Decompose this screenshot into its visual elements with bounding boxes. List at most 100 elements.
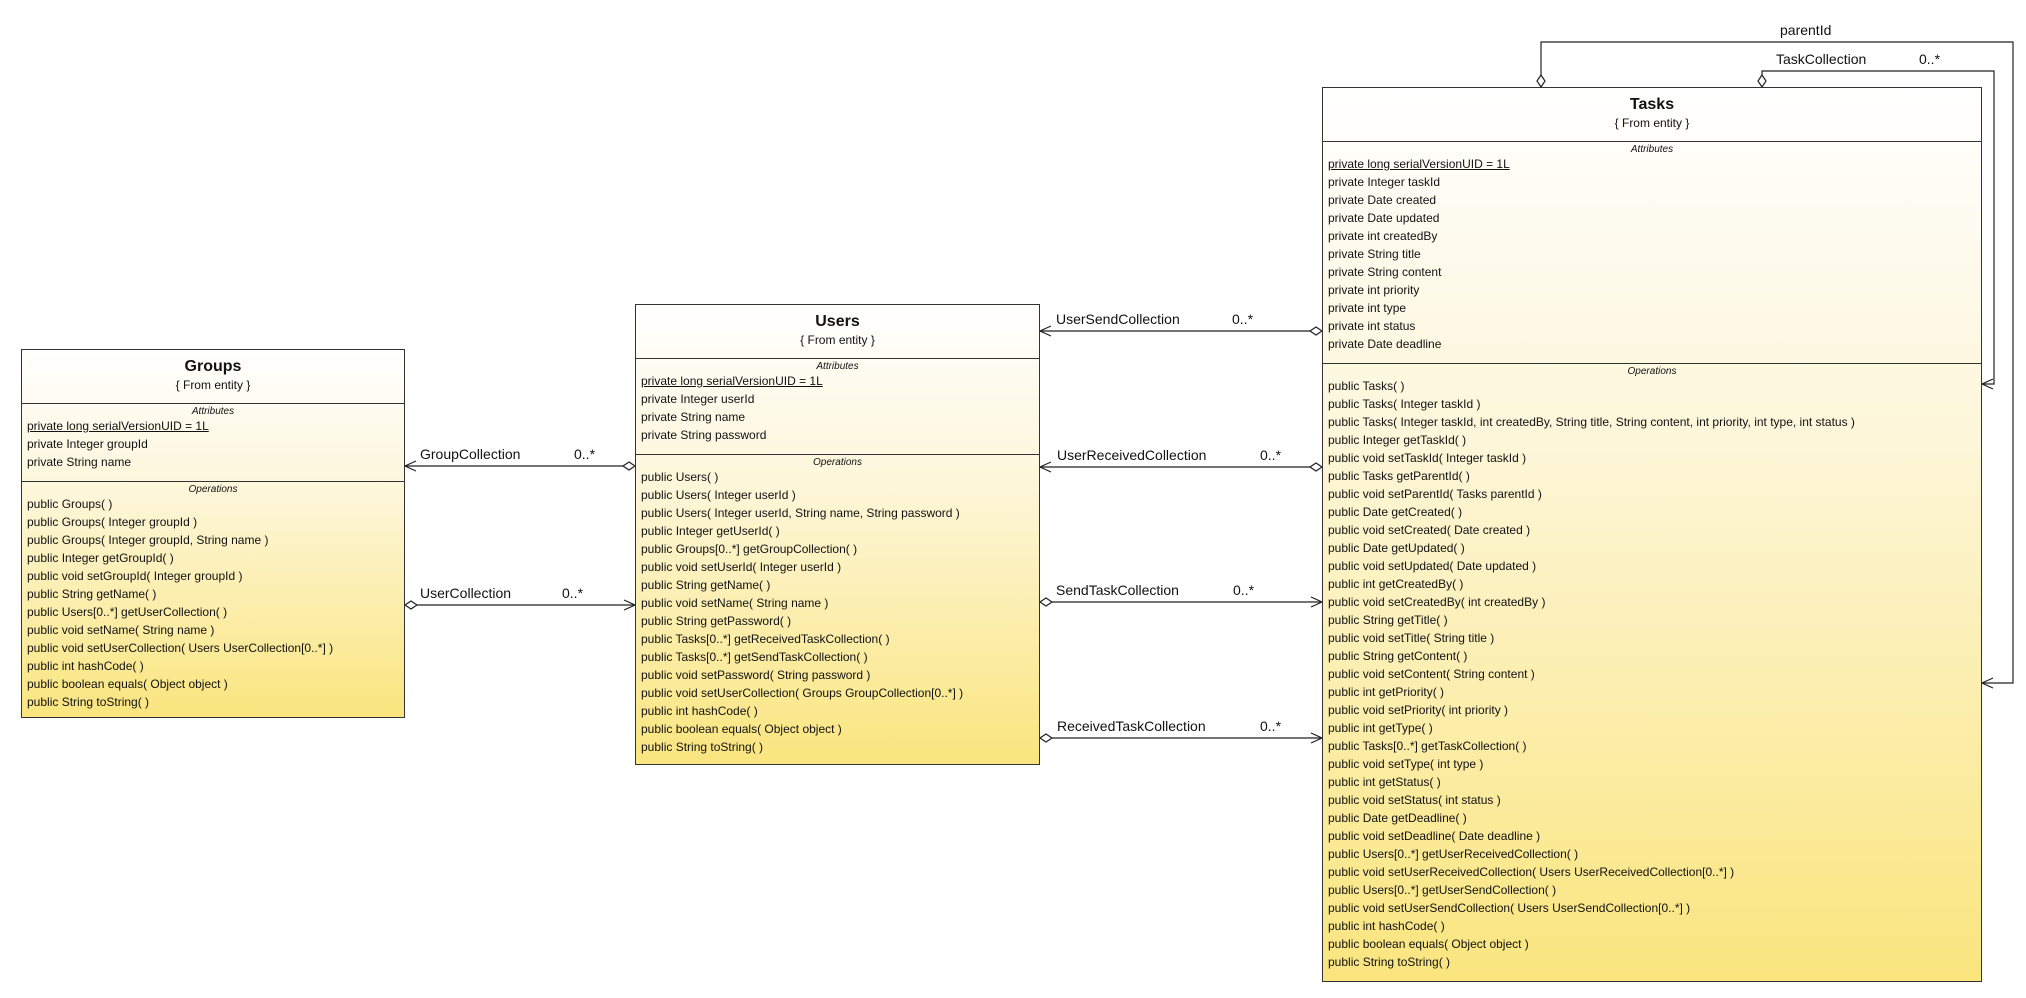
operation-item[interactable]: public String getName( ): [641, 578, 771, 592]
attribute-item[interactable]: private Date updated: [1328, 211, 1440, 225]
operation-item[interactable]: public void setType( int type ): [1328, 757, 1484, 771]
attribute-item[interactable]: private String content: [1328, 265, 1442, 279]
operation-item[interactable]: public void setUpdated( Date updated ): [1328, 559, 1537, 573]
operation-item[interactable]: public Integer getGroupId( ): [27, 551, 174, 565]
role-label-parent-id: parentId: [1780, 22, 1832, 38]
operation-item[interactable]: public void setCreated( Date created ): [1328, 523, 1531, 537]
class-name: Users: [815, 313, 860, 330]
attribute-item[interactable]: private int status: [1328, 319, 1416, 333]
operation-item[interactable]: public void setUserSendCollection( Users…: [1328, 901, 1691, 915]
operation-item[interactable]: public void setUserCollection( Users Use…: [27, 641, 334, 655]
operation-item[interactable]: public String toString( ): [641, 740, 764, 754]
attribute-item[interactable]: private String name: [641, 410, 746, 424]
operation-item[interactable]: public Groups( Integer groupId ): [27, 515, 198, 529]
role-label-task-collection: TaskCollection: [1776, 51, 1867, 67]
operation-item[interactable]: public Groups[0..*] getGroupCollection( …: [641, 542, 858, 556]
operation-item[interactable]: public Tasks[0..*] getSendTaskCollection…: [641, 650, 868, 664]
operation-item[interactable]: public int hashCode( ): [641, 704, 758, 718]
operation-item[interactable]: public Tasks( ): [1328, 379, 1405, 393]
operation-item[interactable]: public Tasks( Integer taskId ): [1328, 397, 1481, 411]
attribute-item[interactable]: private String title: [1328, 247, 1421, 261]
attribute-item[interactable]: private long serialVersionUID = 1L: [27, 419, 209, 433]
operation-item[interactable]: public int hashCode( ): [1328, 919, 1445, 933]
attribute-item[interactable]: private long serialVersionUID = 1L: [1328, 157, 1510, 171]
operation-item[interactable]: public void setParentId( Tasks parentId …: [1328, 487, 1542, 501]
operation-item[interactable]: public Groups( Integer groupId, String n…: [27, 533, 269, 547]
operation-item[interactable]: public void setDeadline( Date deadline ): [1328, 829, 1541, 843]
attribute-item[interactable]: private int createdBy: [1328, 229, 1438, 243]
operation-item[interactable]: public Integer getUserId( ): [641, 524, 780, 538]
class-header: Tasks{ From entity }: [1323, 88, 1981, 142]
attributes-section: Attributes private long serialVersionUID …: [22, 404, 404, 482]
operation-item[interactable]: public int hashCode( ): [27, 659, 144, 673]
operation-item[interactable]: public String toString( ): [27, 695, 150, 709]
attribute-item[interactable]: private Integer userId: [641, 392, 755, 406]
operation-item[interactable]: public String toString( ): [1328, 955, 1451, 969]
operation-item[interactable]: public Tasks[0..*] getReceivedTaskCollec…: [641, 632, 890, 646]
attribute-item[interactable]: private Integer groupId: [27, 437, 148, 451]
operation-item[interactable]: public boolean equals( Object object ): [641, 722, 842, 736]
navigation-arrowhead: [1980, 378, 1994, 390]
operation-item[interactable]: public Users( Integer userId ): [641, 488, 796, 502]
attributes-title: Attributes: [191, 406, 235, 417]
operation-item[interactable]: public void setStatus( int status ): [1328, 793, 1501, 807]
operation-item[interactable]: public void setTaskId( Integer taskId ): [1328, 451, 1527, 465]
operation-item[interactable]: public String getPassword( ): [641, 614, 792, 628]
operation-item[interactable]: public void setGroupId( Integer groupId …: [27, 569, 243, 583]
association-line: [1540, 41, 2014, 684]
operation-item[interactable]: public String getContent( ): [1328, 649, 1468, 663]
operation-item[interactable]: public void setUserCollection( Groups Gr…: [641, 686, 964, 700]
operation-item[interactable]: public int getCreatedBy( ): [1328, 577, 1464, 591]
operation-item[interactable]: public void setName( String name ): [641, 596, 829, 610]
operation-item[interactable]: public void setName( String name ): [27, 623, 215, 637]
operation-item[interactable]: public boolean equals( Object object ): [27, 677, 228, 691]
navigation-arrowhead: [1038, 325, 1052, 337]
operation-item[interactable]: public void setTitle( String title ): [1328, 631, 1495, 645]
aggregation-diamond: [1308, 326, 1324, 336]
operation-item[interactable]: public void setCreatedBy( int createdBy …: [1328, 595, 1546, 609]
operation-item[interactable]: public Tasks( Integer taskId, int create…: [1328, 415, 1855, 429]
operation-item[interactable]: public Date getCreated( ): [1328, 505, 1463, 519]
operation-item[interactable]: public boolean equals( Object object ): [1328, 937, 1529, 951]
attribute-item[interactable]: private int type: [1328, 301, 1407, 315]
multiplicity-label-user-received-collection: 0..*: [1260, 447, 1282, 463]
attribute-item[interactable]: private int priority: [1328, 283, 1420, 297]
attribute-item[interactable]: private Date deadline: [1328, 337, 1442, 351]
multiplicity-label-group-collection: 0..*: [574, 446, 596, 462]
operation-item[interactable]: public Users( Integer userId, String nam…: [641, 506, 960, 520]
operation-item[interactable]: public Users[0..*] getUserCollection( ): [27, 605, 228, 619]
operation-item[interactable]: public int getPriority( ): [1328, 685, 1445, 699]
operation-item[interactable]: public Users[0..*] getUserReceivedCollec…: [1328, 847, 1579, 861]
operation-item[interactable]: public Date getDeadline( ): [1328, 811, 1467, 825]
operation-item[interactable]: public void setContent( String content ): [1328, 667, 1535, 681]
operation-item[interactable]: public void setUserId( Integer userId ): [641, 560, 842, 574]
attribute-item[interactable]: private String password: [641, 428, 767, 442]
attribute-item[interactable]: private long serialVersionUID = 1L: [641, 374, 823, 388]
operation-item[interactable]: public Users( ): [641, 470, 719, 484]
operation-item[interactable]: public int getType( ): [1328, 721, 1433, 735]
operation-item[interactable]: public Tasks getParentId( ): [1328, 469, 1470, 483]
operation-item[interactable]: public Date getUpdated( ): [1328, 541, 1465, 555]
operation-item[interactable]: public Integer getTaskId( ): [1328, 433, 1467, 447]
attribute-item[interactable]: private String name: [27, 455, 132, 469]
operation-item[interactable]: public Groups( ): [27, 497, 113, 511]
operation-item[interactable]: public int getStatus( ): [1328, 775, 1441, 789]
multiplicity-label-received-task-collection: 0..*: [1260, 718, 1282, 734]
operation-item[interactable]: public void setUserReceivedCollection( U…: [1328, 865, 1735, 879]
attribute-item[interactable]: private Integer taskId: [1328, 175, 1441, 189]
operation-item[interactable]: public void setPriority( int priority ): [1328, 703, 1509, 717]
operation-item[interactable]: public Users[0..*] getUserSendCollection…: [1328, 883, 1557, 897]
operation-item[interactable]: public String getName( ): [27, 587, 157, 601]
attribute-item[interactable]: private Date created: [1328, 193, 1437, 207]
role-label-group-collection: GroupCollection: [420, 446, 521, 462]
operation-item[interactable]: public Tasks[0..*] getTaskCollection( ): [1328, 739, 1527, 753]
aggregation-diamond: [1308, 462, 1324, 472]
aggregation-diamond: [1038, 597, 1054, 607]
aggregation-diamond: [1536, 73, 1546, 89]
operation-item[interactable]: public void setPassword( String password…: [641, 668, 871, 682]
operation-item[interactable]: public String getTitle( ): [1328, 613, 1448, 627]
